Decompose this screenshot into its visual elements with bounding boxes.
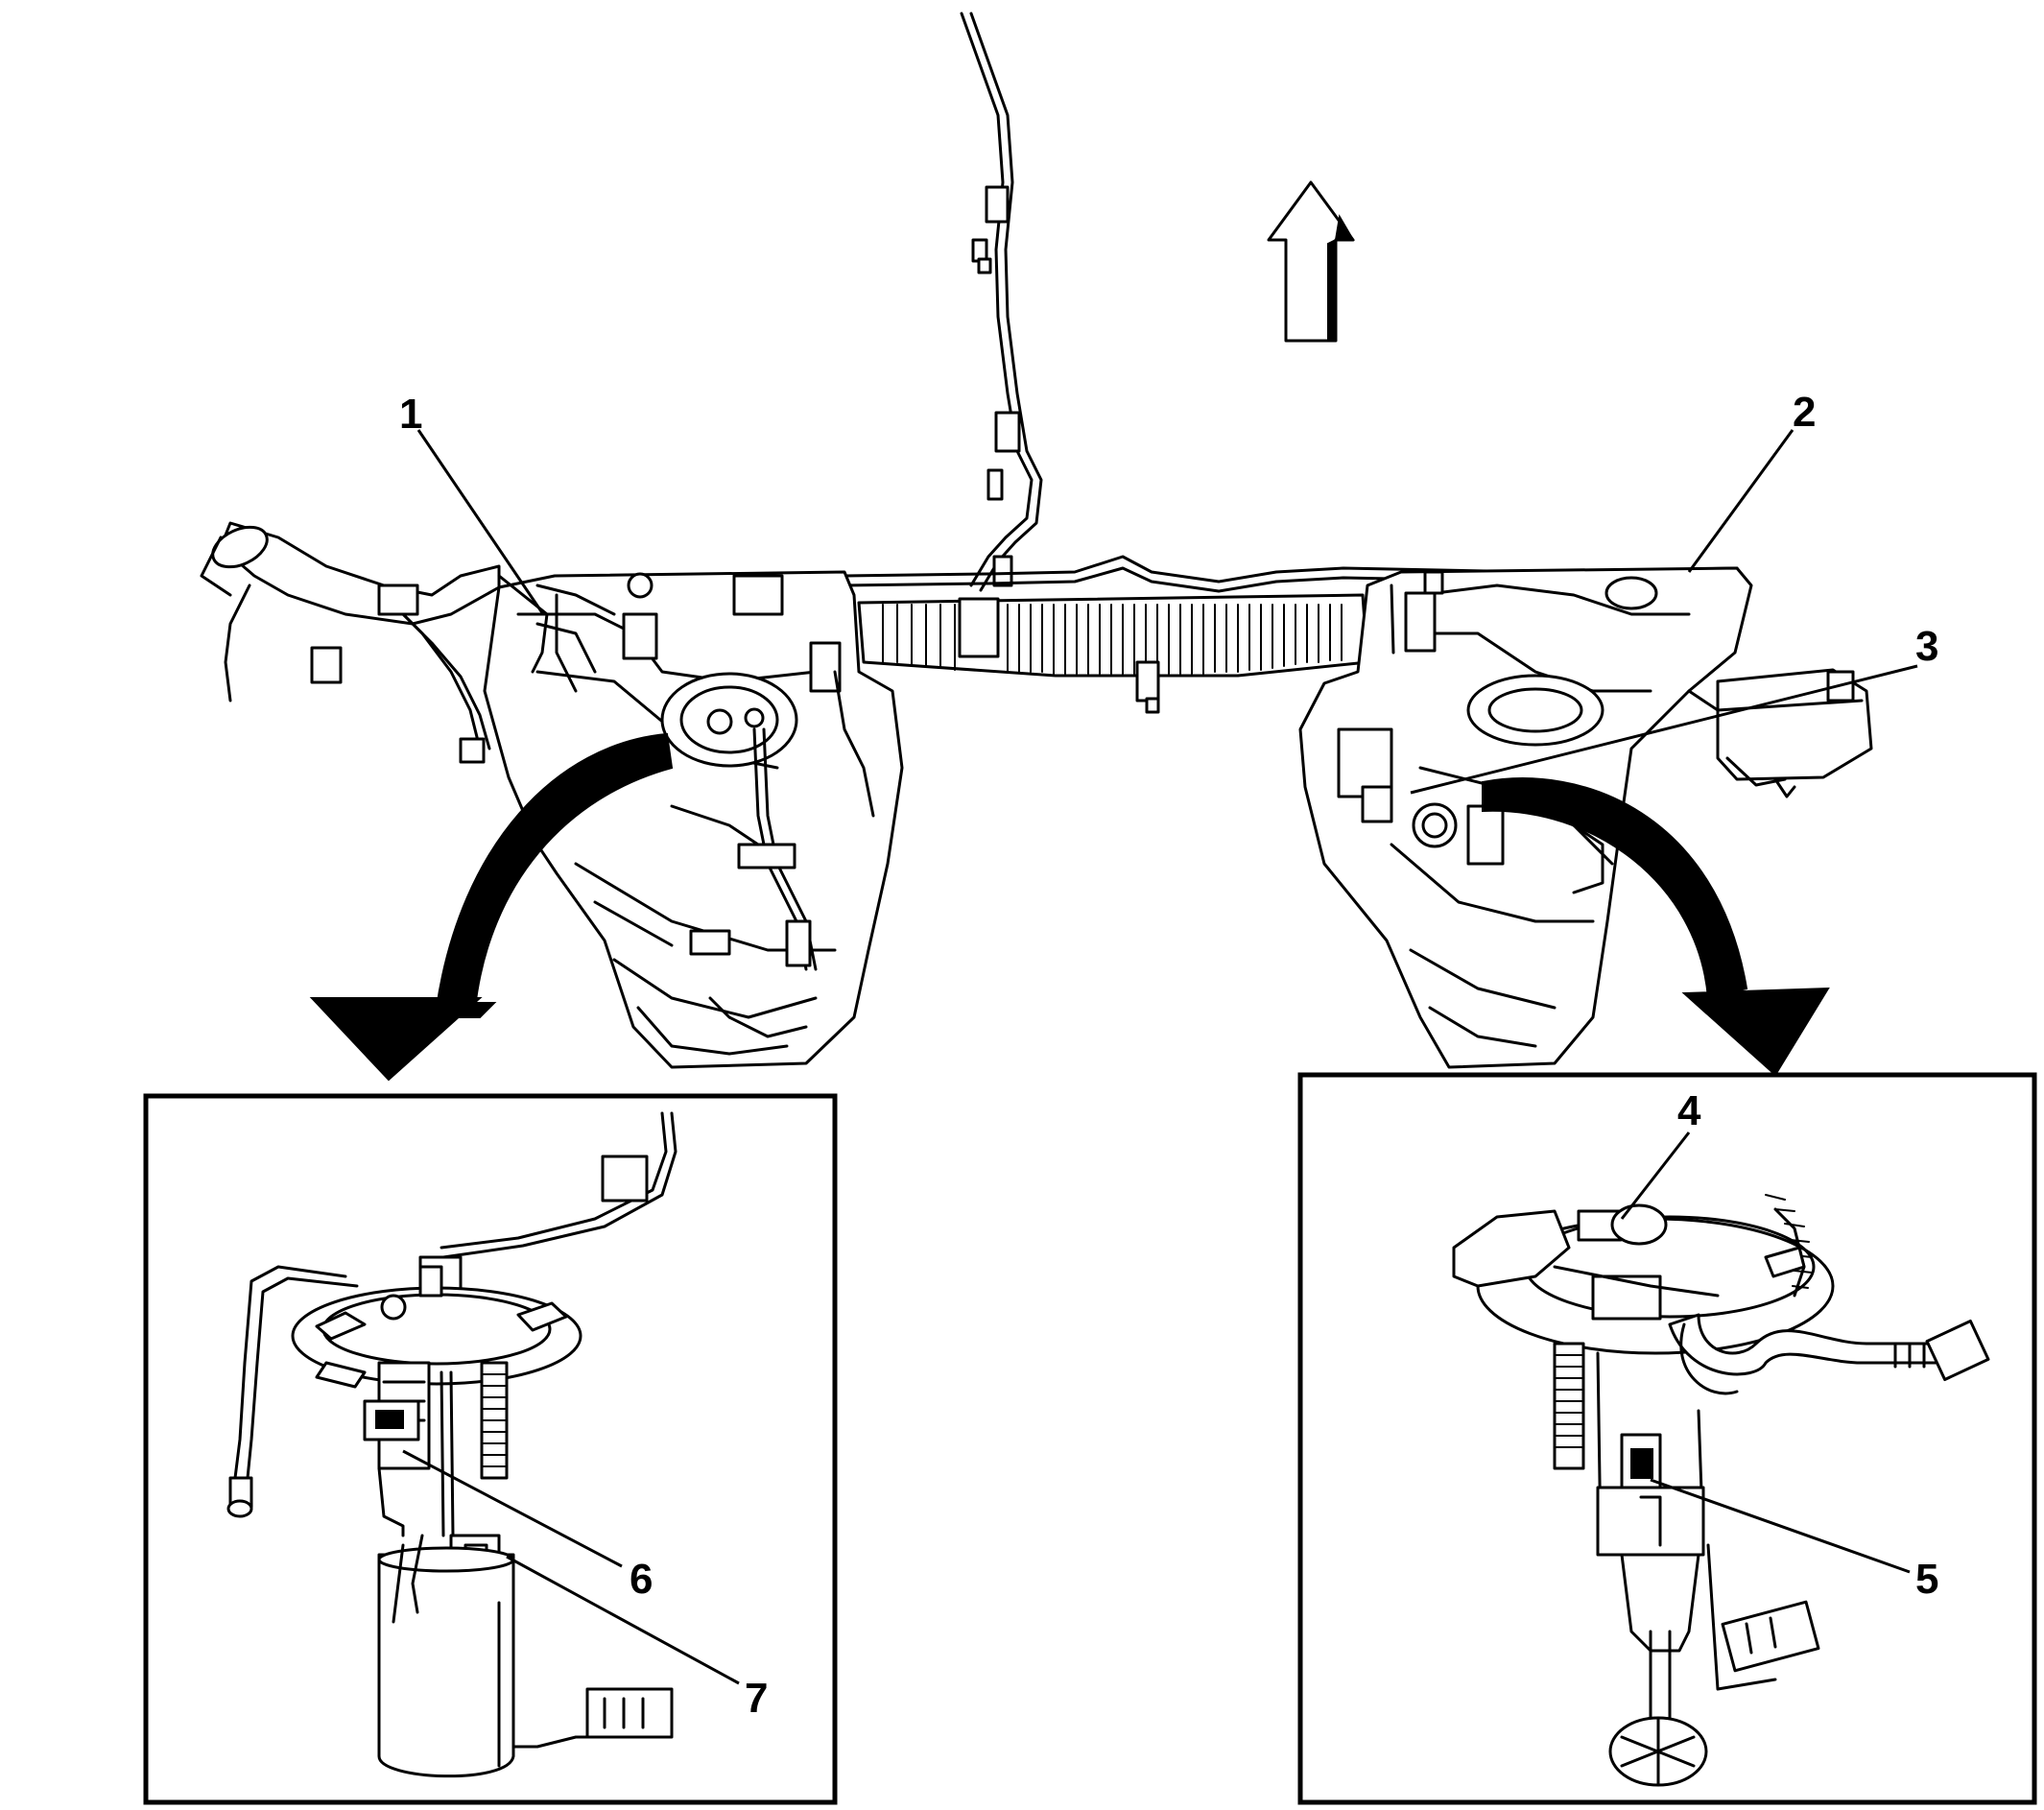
right-inset-frame — [1297, 1072, 2037, 1805]
callout-2: 2 — [1793, 389, 1816, 436]
indicator-arrow-left — [309, 732, 674, 1082]
callout-4: 4 — [1677, 1087, 1701, 1134]
right-fuel-sender-module — [1452, 1194, 1990, 1787]
left-fuel-pump-module — [226, 1111, 677, 1778]
callout-5: 5 — [1915, 1556, 1938, 1603]
callout-7: 7 — [745, 1675, 768, 1722]
leader-lines — [402, 429, 1918, 1685]
front-direction-arrow — [1267, 180, 1355, 343]
fuel-tank — [200, 521, 1873, 1069]
callout-3: 3 — [1915, 623, 1938, 670]
left-inset-frame — [143, 1093, 838, 1805]
callout-6: 6 — [630, 1556, 653, 1603]
callout-1: 1 — [399, 391, 422, 438]
indicator-arrow-right — [1482, 777, 1830, 1077]
fuel-feed-line — [960, 12, 1043, 592]
